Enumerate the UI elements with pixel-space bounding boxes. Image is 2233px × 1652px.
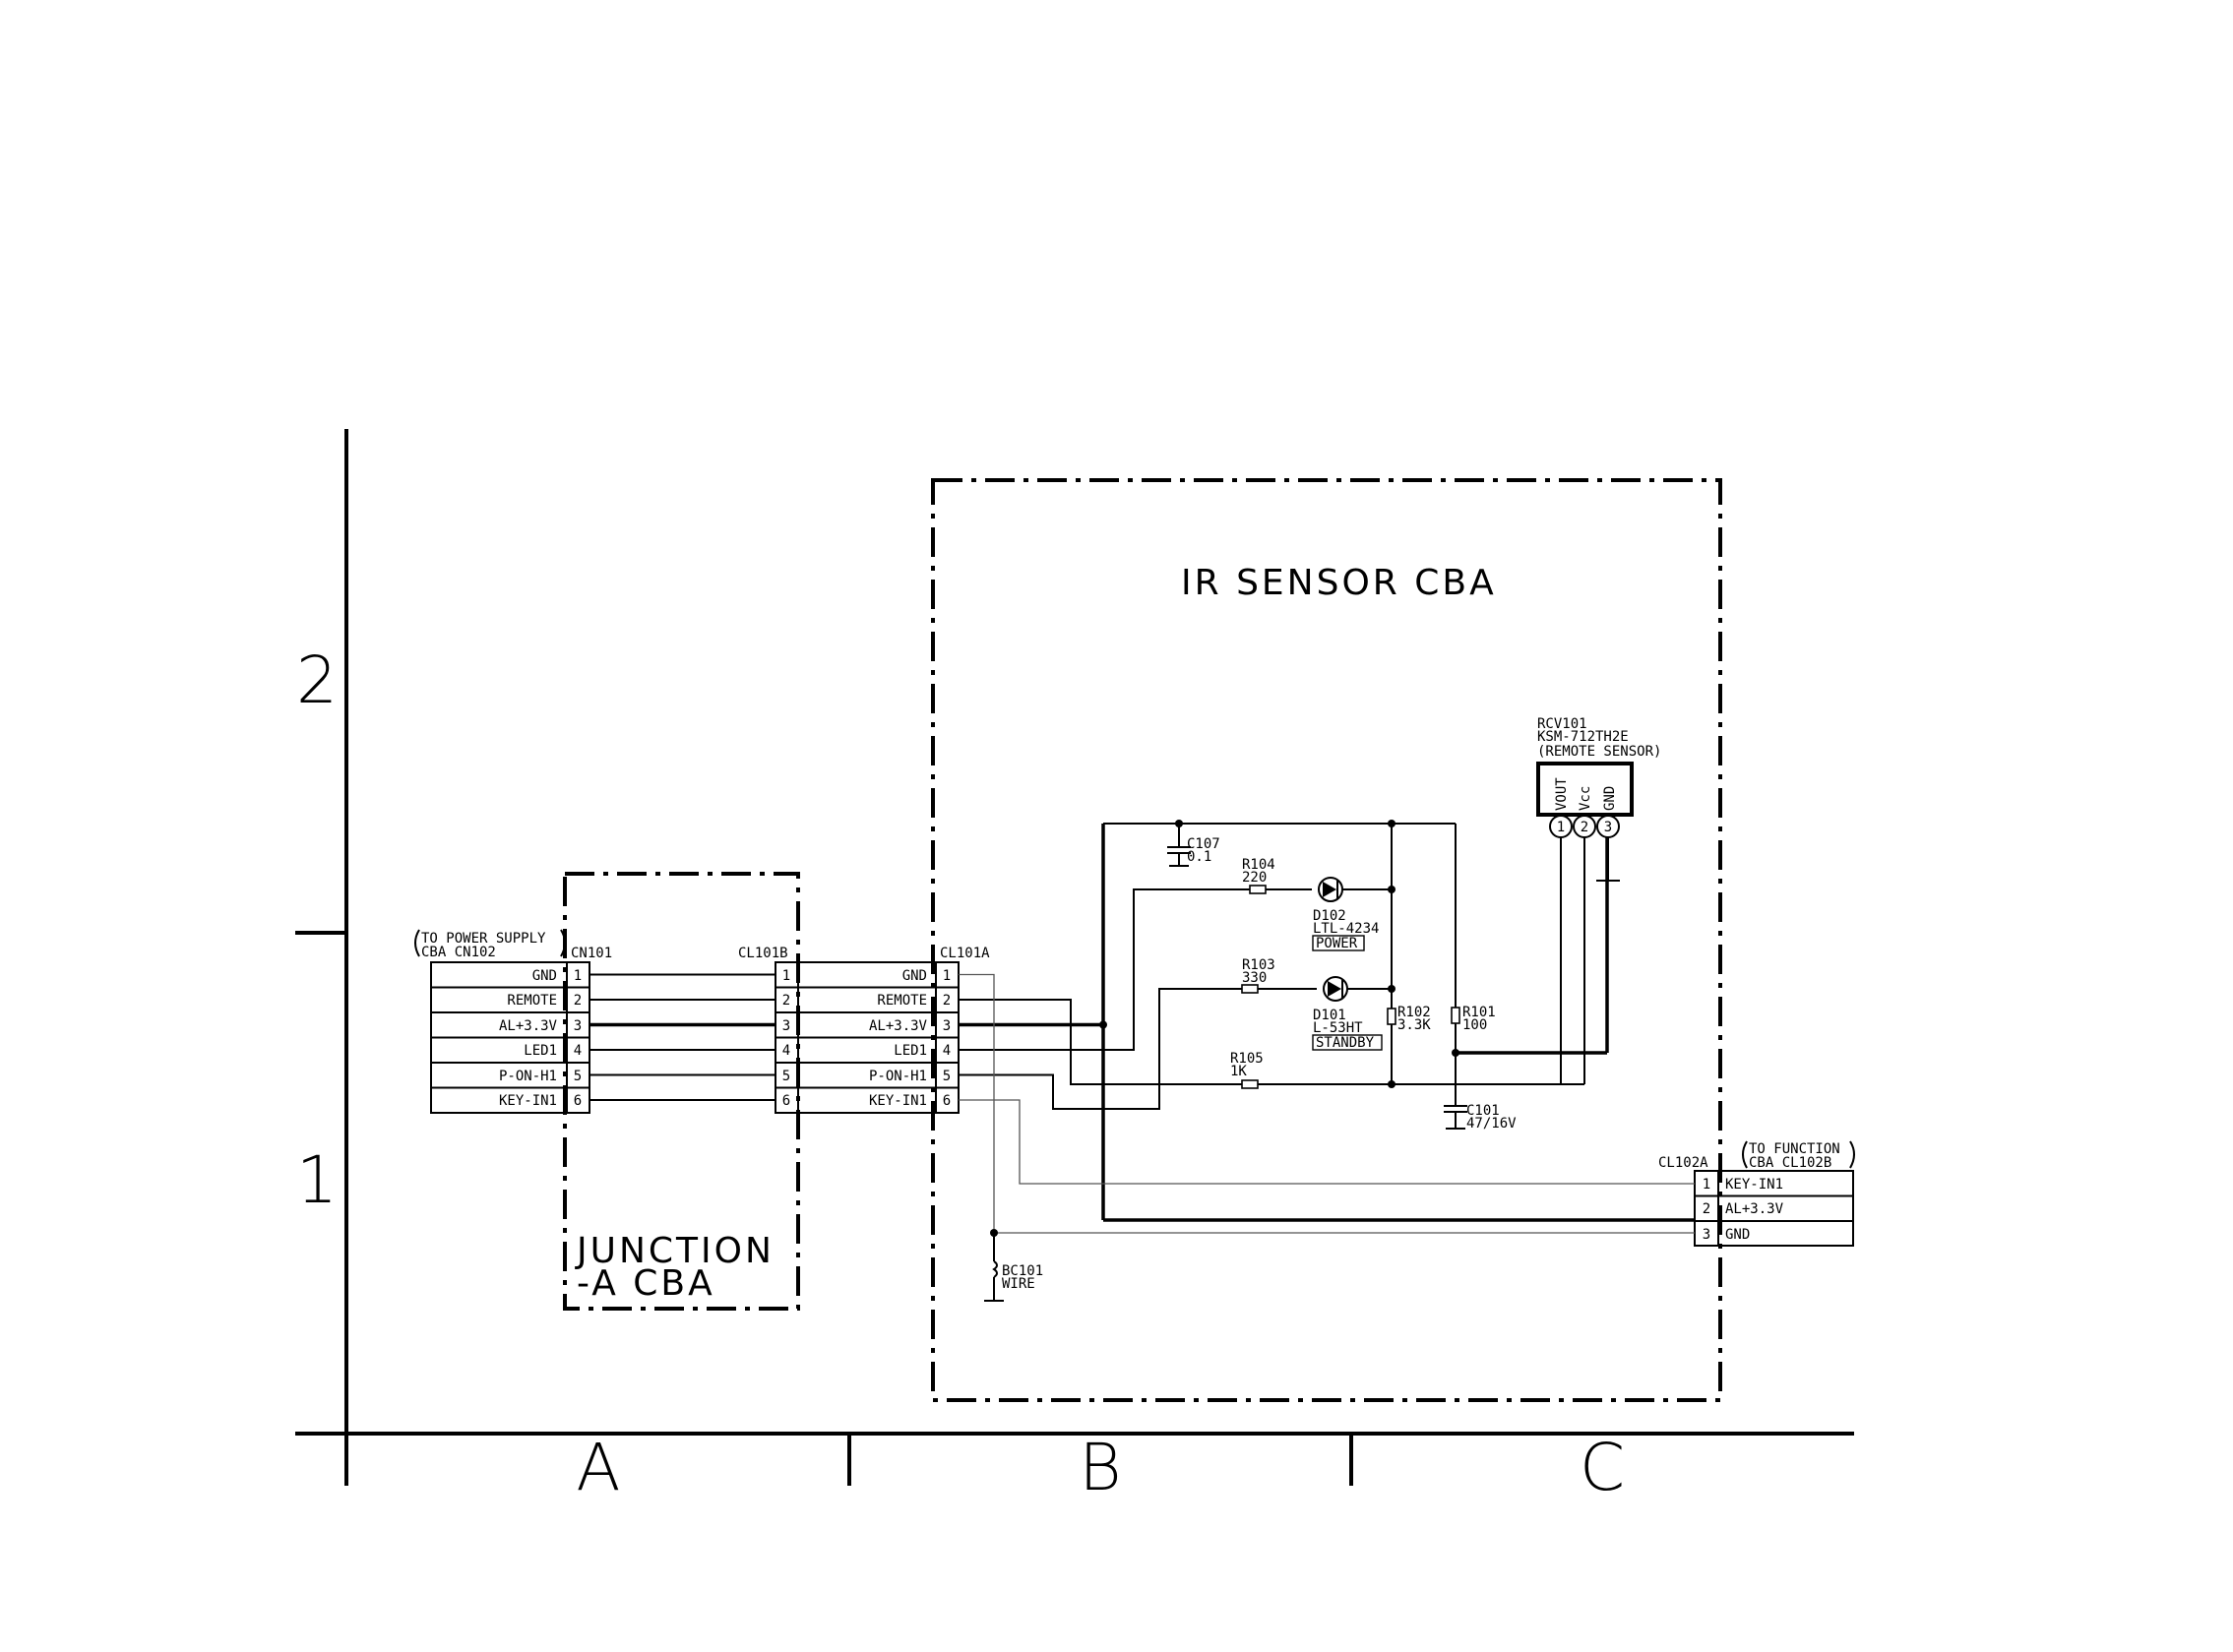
cn101-signal: P-ON-H1 — [499, 1069, 557, 1084]
cl101a-signal: REMOTE — [877, 993, 927, 1009]
r105-ref: R105 — [1230, 1051, 1264, 1067]
cl101a-signal: P-ON-H1 — [869, 1069, 927, 1084]
grid-frame — [295, 429, 1854, 1486]
cl101a-pin-number: 5 — [943, 1069, 951, 1084]
cl101a-signal: LED1 — [894, 1043, 927, 1059]
r101-value: 100 — [1462, 1017, 1487, 1033]
rcv101-pin-name: GND — [1602, 786, 1618, 811]
ir-sensor-cba-outline — [931, 478, 1722, 1402]
connector-cl102a: CL102A 1 2 3 KEY-IN1 AL+3.3V GND — [1658, 1155, 1854, 1247]
d102-label: POWER — [1316, 936, 1358, 951]
cl101b-label: CL101B — [738, 946, 788, 961]
cl101a-signal: KEY-IN1 — [869, 1093, 927, 1109]
cl101a-pin-number: 3 — [943, 1018, 951, 1034]
rcv101-pin-name: VOUT — [1554, 777, 1570, 811]
d101-ref: D101 — [1313, 1008, 1346, 1023]
right-note-line1: TO FUNCTION — [1749, 1141, 1840, 1157]
grid-row-1: 1 — [296, 1142, 338, 1218]
grid-col-b: B — [1079, 1430, 1121, 1505]
rcv101-pin-number: 1 — [1557, 820, 1565, 835]
c101-ref: C101 — [1466, 1103, 1500, 1119]
cn101-pin-number: 6 — [574, 1093, 582, 1109]
cn101-pin-number: 4 — [574, 1043, 582, 1059]
remote-sensor-rcv101: RCV101 KSM-712TH2E (REMOTE SENSOR) VOUT … — [1536, 716, 1661, 882]
cl102a-signal: KEY-IN1 — [1725, 1177, 1783, 1193]
c101-value: 47/16V — [1466, 1116, 1517, 1132]
r103-value: 330 — [1242, 970, 1267, 986]
r102-ref: R102 — [1397, 1005, 1431, 1020]
cl101a-pin-number: 4 — [943, 1043, 951, 1059]
cl102a-signal: GND — [1725, 1227, 1750, 1243]
cl102a-pin-number: 3 — [1703, 1227, 1710, 1243]
r103-ref: R103 — [1242, 957, 1275, 973]
connector-cl101b: CL101B 1 2 3 4 5 6 — [738, 946, 799, 1114]
right-note-line2: CBA CL102B — [1749, 1155, 1831, 1171]
cl101a-pin-number: 6 — [943, 1093, 951, 1109]
cl101a-signal: GND — [902, 968, 927, 984]
c107-ref: C107 — [1187, 836, 1220, 852]
rcv101-pin-name: Vcc — [1578, 786, 1593, 811]
c107-value: 0.1 — [1187, 849, 1211, 865]
junction-harness — [589, 973, 775, 1101]
cn101-pins: GND REMOTE AL+3.3V LED1 P-ON-H1 KEY-IN1 … — [499, 968, 582, 1109]
right-note: TO FUNCTION CBA CL102B — [1742, 1140, 1855, 1171]
cl101b-pin-number: 4 — [782, 1043, 790, 1059]
r105-value: 1K — [1230, 1064, 1247, 1079]
cn101-label: CN101 — [571, 946, 612, 961]
cl101b-pin-number: 6 — [782, 1093, 790, 1109]
junction-cba-outline — [563, 872, 800, 1311]
d101-part: L-53HT — [1313, 1020, 1363, 1036]
cl102a-pin-number: 2 — [1703, 1201, 1710, 1217]
cl102a-signal: AL+3.3V — [1725, 1201, 1784, 1217]
connector-cl101a: CL101A GND REMOTE AL+3.3V LED1 P-ON-H1 K… — [797, 946, 990, 1114]
grid-col-a: A — [576, 1430, 620, 1505]
grid-row-2: 2 — [296, 642, 338, 718]
r104-value: 220 — [1242, 870, 1267, 886]
left-note-line1: TO POWER SUPPLY — [421, 931, 546, 947]
cl101a-label: CL101A — [940, 946, 990, 961]
cl101b-pin-number: 2 — [782, 993, 790, 1009]
junction-cba-title-2: -A CBA — [577, 1263, 715, 1304]
rcv101-ref: RCV101 — [1537, 716, 1587, 732]
rcv101-desc: (REMOTE SENSOR) — [1537, 744, 1661, 760]
cl101b-pin-number: 3 — [782, 1018, 790, 1034]
cn101-signal: AL+3.3V — [499, 1018, 558, 1034]
rcv101-part: KSM-712TH2E — [1537, 729, 1629, 745]
left-note-line2: CBA CN102 — [421, 945, 496, 960]
cl101a-signal: AL+3.3V — [869, 1018, 928, 1034]
cl101a-pin-number: 2 — [943, 993, 951, 1009]
rcv101-pin-number: 2 — [1581, 820, 1588, 835]
cl101b-pin-number: 5 — [782, 1069, 790, 1084]
cn101-pin-number: 5 — [574, 1069, 582, 1084]
r102-value: 3.3K — [1397, 1017, 1431, 1033]
r104-ref: R104 — [1242, 857, 1275, 873]
cn101-pin-number: 3 — [574, 1018, 582, 1034]
cn101-signal: KEY-IN1 — [499, 1093, 557, 1109]
bc101-ref: BC101 — [1002, 1263, 1043, 1279]
cn101-signal: LED1 — [524, 1043, 557, 1059]
cl102a-pin-number: 1 — [1703, 1177, 1710, 1193]
r101-ref: R101 — [1462, 1005, 1496, 1020]
cl101b-pin-number: 1 — [782, 968, 790, 984]
junction-cba-title-1: JUNCTION — [575, 1231, 775, 1271]
grid-col-c: C — [1580, 1430, 1625, 1505]
cn101-signal: REMOTE — [507, 993, 557, 1009]
d102-ref: D102 — [1313, 908, 1346, 924]
bc101-value: WIRE — [1002, 1276, 1035, 1292]
d102-part: LTL-4234 — [1313, 921, 1379, 937]
ir-board-wiring: C107 0.1 R104 220 D102 LTL-4234 POWER R1… — [959, 820, 1695, 1302]
cl101a-pin-number: 1 — [943, 968, 951, 984]
ir-sensor-cba-title: IR SENSOR CBA — [1181, 563, 1497, 603]
cn101-pin-number: 2 — [574, 993, 582, 1009]
cn101-signal: GND — [532, 968, 557, 984]
d101-label: STANDBY — [1316, 1035, 1375, 1051]
left-note: TO POWER SUPPLY CBA CN102 — [414, 929, 566, 960]
connector-cn101: CN101 GND REMOTE AL+3.3V LED1 P-ON-H1 KE… — [430, 946, 612, 1114]
rcv101-pin-number: 3 — [1604, 820, 1612, 835]
cn101-pin-number: 1 — [574, 968, 582, 984]
cl102a-label: CL102A — [1658, 1155, 1708, 1171]
